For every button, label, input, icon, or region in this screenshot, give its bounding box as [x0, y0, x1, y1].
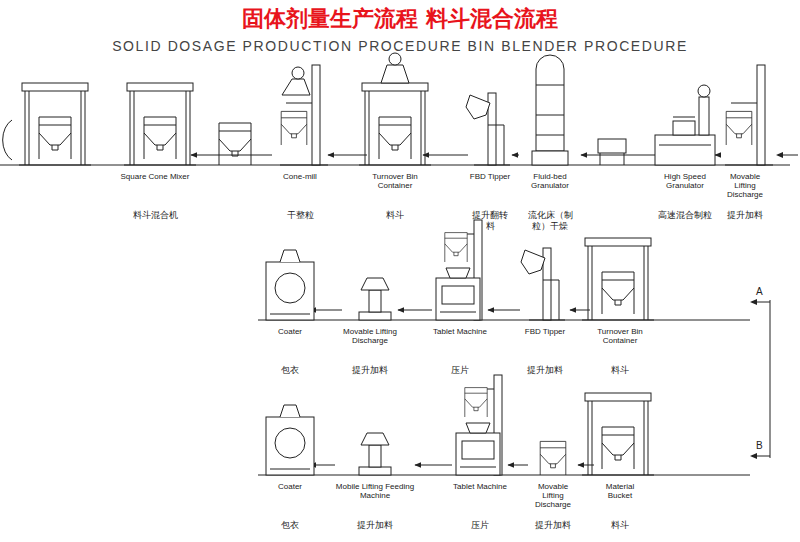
station-name: Material Bucket — [594, 482, 646, 512]
equipment-station: Material Bucket 料斗 — [594, 378, 646, 531]
flow-arrow — [415, 465, 452, 466]
subtitle: SOLID DOSAGE PRODUCTION PROCEDURE BIN BL… — [0, 38, 800, 54]
station-name: Square Cone Mixer — [119, 172, 191, 202]
station-name-cn: 料斗 — [590, 365, 650, 376]
equipment-station: Tablet Machine 压片 — [452, 378, 508, 531]
equipment-station: Square Cone Mixer 料斗混合机 — [119, 70, 191, 221]
equipment-station: FBD Tipper 提升翻转料 — [468, 70, 512, 232]
equipment-station: Coater 包衣 — [270, 220, 310, 376]
station-name: High Speed Granulator — [655, 172, 715, 202]
connector-letter: A — [756, 286, 763, 297]
equipment-station: High Speed Granulator 高速混合制粒 — [655, 70, 715, 221]
flow-arrow — [423, 155, 468, 156]
station-name: Turnover Bin Container — [367, 172, 423, 202]
station-name-cn: 干整粒 — [272, 210, 328, 221]
equipment-station: Mobile Lifting Feeding Machine 提升加料 — [335, 378, 415, 531]
station-name-cn: 提升加料 — [720, 210, 770, 221]
equipment-station: Tablet Machine 压片 — [432, 220, 488, 376]
flow-arrow — [398, 310, 432, 311]
station-name: Tablet Machine — [452, 482, 508, 512]
station-name-cn: 提升加料 — [342, 365, 398, 376]
flow-arrow — [715, 155, 720, 156]
station-name-cn: 包衣 — [270, 520, 310, 531]
equipment-station: Coater 包衣 — [270, 378, 310, 531]
equipment-station: Movable Lifting Discharge 提升加料 — [342, 220, 398, 376]
station-name-cn: 压片 — [452, 520, 508, 531]
station-name-cn: 压片 — [432, 365, 488, 376]
station-name: Movable Lifting Discharge — [528, 482, 578, 512]
equipment-station: Fluid-bed Granulator 流化床（制粒）干燥 — [519, 70, 581, 232]
station-name: Coater — [270, 482, 310, 512]
station-name: Movable Lifting Discharge — [720, 172, 770, 202]
equipment-station: Turnover Bin Container 料斗 — [590, 220, 650, 376]
station-name: Movable Lifting Discharge — [342, 327, 398, 357]
station-name-cn: 提升加料 — [528, 520, 578, 531]
equipment-station: Movable Lifting Discharge 提升加料 — [528, 378, 578, 531]
station-name: FBD Tipper — [468, 172, 512, 202]
station-name: Tablet Machine — [432, 327, 488, 357]
station-name-cn: 料斗 — [594, 520, 646, 531]
equipment-station: Cone-mill 干整粒 — [272, 70, 328, 221]
equipment-station: FBD Tipper 提升加料 — [520, 220, 570, 376]
connector-letter: B — [756, 440, 763, 451]
flow-arrow — [328, 155, 367, 156]
station-name: FBD Tipper — [520, 327, 570, 357]
title: 固体剂量生产流程 料斗混合流程 — [0, 4, 800, 34]
station-name-cn: 提升加料 — [520, 365, 570, 376]
station-name: Coater — [270, 327, 310, 357]
flow-arrow — [508, 465, 528, 466]
flow-arrow — [581, 155, 655, 156]
station-name-cn: 包衣 — [270, 365, 310, 376]
flow-arrow — [310, 310, 342, 311]
station-name-cn: 高速混合制粒 — [655, 210, 715, 221]
station-name-cn: 流化床（制粒）干燥 — [519, 210, 581, 232]
station-name-cn: 提升加料 — [335, 520, 415, 531]
station-name-cn: 提升翻转料 — [468, 210, 512, 232]
equipment-station: Turnover Bin Container 料斗 — [367, 70, 423, 221]
station-name: Cone-mill — [272, 172, 328, 202]
flow-arrow — [570, 310, 590, 311]
station-name-cn: 料斗混合机 — [119, 210, 191, 221]
equipment-station: Movable Lifting Discharge 提升加料 — [720, 70, 770, 221]
station-name: Mobile Lifting Feeding Machine — [335, 482, 415, 512]
station-name: Turnover Bin Container — [590, 327, 650, 357]
station-name: Fluid-bed Granulator — [519, 172, 581, 202]
station-name-cn: 料斗 — [367, 210, 423, 221]
flow-arrow — [488, 310, 520, 311]
flow-arrow — [512, 155, 519, 156]
